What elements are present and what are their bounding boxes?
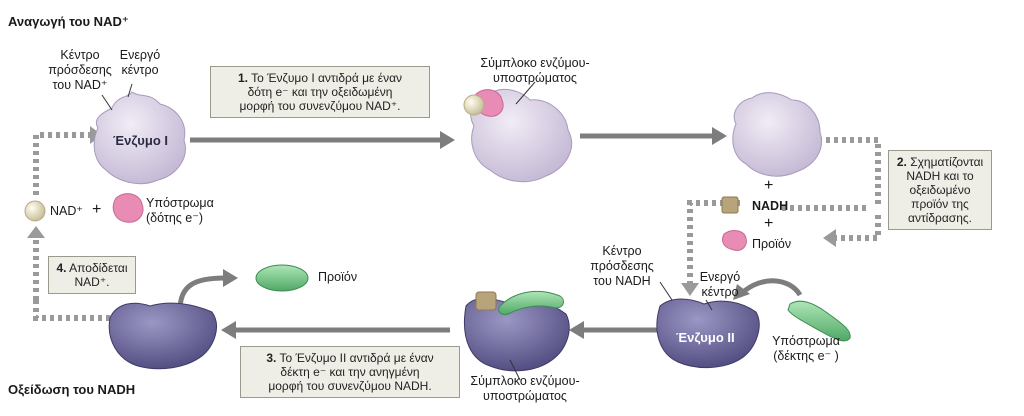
label-active-site-top-line1: Ενεργό — [119, 48, 161, 62]
nadh-cube-bottom — [475, 291, 497, 311]
dotted-arrowhead-nadh — [681, 283, 699, 296]
arrowhead-substrate-in — [733, 284, 750, 300]
dotted-arrow-bottom-left — [33, 300, 110, 321]
step3-line2: δέκτη e⁻ και την ανηγμένη — [280, 365, 420, 379]
step4-line2: NAD⁺. — [74, 275, 110, 289]
step1-line2: δότη e⁻ και την οξειδωμένη — [247, 85, 393, 99]
step3-line3: μορφή του συνενζύμου NADH. — [268, 379, 432, 393]
label-complex-bottom: Σύμπλοκο ενζύμου- υποστρώματος — [460, 374, 590, 404]
arrow-substrate-in — [740, 278, 803, 297]
enzyme2-right-blob — [656, 298, 760, 369]
product-green-ellipse — [255, 264, 309, 292]
enzyme1-label: Ένζυμο Ι — [113, 133, 168, 148]
label-substrate-donor: Υπόστρωμα (δότης e⁻) — [146, 196, 214, 226]
step2-line4: προϊόν της — [911, 197, 969, 211]
nad-ball-left — [24, 200, 46, 222]
label-product-right: Προϊόν — [752, 237, 792, 251]
title-top: Αναγωγή του NAD⁺ — [8, 14, 129, 29]
arrowhead-step1 — [440, 131, 455, 149]
label-substrate-donor-line1: Υπόστρωμα — [146, 196, 214, 210]
label-complex-top-line2: υποστρώματος — [493, 71, 577, 85]
step2-line5: αντίδρασης. — [908, 211, 972, 225]
step3-line1: Το Ένζυμο ΙΙ αντιδρά με έναν — [279, 351, 434, 365]
title-bottom: Οξείδωση του NADH — [8, 382, 136, 397]
label-active-site-bottom-line1: Ενεργό — [699, 270, 741, 284]
label-complex-top: Σύμπλοκο ενζύμου- υποστρώματος — [470, 56, 600, 86]
dotted-arrowhead-product — [823, 229, 836, 247]
label-complex-bottom-line1: Σύμπλοκο ενζύμου- — [470, 374, 580, 388]
label-binding-site-nad: Κέντρο πρόσδεσης του NAD⁺ — [40, 48, 120, 93]
step2-line2: NADH και το — [906, 169, 974, 183]
label-active-site-top-line2: κέντρο — [121, 63, 159, 77]
step3-box: 3. Το Ένζυμο ΙΙ αντιδρά με έναν δέκτη e⁻… — [240, 346, 460, 398]
label-product-bottom: Προϊόν — [318, 270, 358, 284]
arrowhead-top-right — [712, 127, 727, 145]
label-substrate-acceptor: Υπόστρωμα (δέκτης e⁻ ) — [756, 334, 856, 364]
step3-number: 3. — [266, 351, 277, 365]
label-nadh: NADH — [752, 199, 789, 213]
label-active-site-top: Ενεργό κέντρο — [112, 48, 168, 78]
label-binding-site-nadh: Κέντρο πρόσδεσης του NADH — [582, 244, 662, 289]
enzyme1-after-blob — [732, 92, 822, 177]
step4-line1: Αποδίδεται — [69, 261, 128, 275]
label-substrate-acceptor-line1: Υπόστρωμα — [772, 334, 840, 348]
label-complex-top-line1: Σύμπλοκο ενζύμου- — [480, 56, 590, 70]
label-nad-plus: NAD⁺ — [50, 204, 83, 218]
enzyme2-left-blob — [108, 302, 217, 370]
step1-line3: μορφή του συνενζύμου NAD⁺. — [239, 99, 401, 113]
arrowhead-product — [223, 269, 238, 287]
dotted-arrow-top-right — [818, 137, 881, 205]
solid-arrows — [177, 133, 803, 333]
step2-number: 2. — [896, 155, 907, 169]
label-binding-site-nad-line2: πρόσδεσης — [48, 63, 112, 77]
label-binding-site-nadh-line2: πρόσδεσης — [590, 259, 654, 273]
label-binding-site-nad-line3: του NAD⁺ — [52, 78, 108, 92]
plus-right-2: + — [764, 215, 774, 232]
label-binding-site-nadh-line3: του NADH — [593, 274, 651, 288]
label-substrate-donor-line2: (δότης e⁻) — [146, 211, 203, 225]
leader-lines — [101, 81, 713, 381]
step4-number: 4. — [56, 261, 67, 275]
substrate-pink-left — [112, 193, 144, 223]
label-binding-site-nadh-line1: Κέντρο — [602, 244, 642, 258]
step1-line1: Το Ένζυμο Ι αντιδρά με έναν — [251, 71, 403, 85]
enzyme2-label: Ένζυμο ΙΙ — [676, 330, 735, 345]
dotted-arrowhead-up — [27, 226, 45, 238]
plus-right-1: + — [764, 177, 774, 194]
step2-line1: Σχηματίζονται — [910, 155, 984, 169]
label-active-site-bottom: Ενεργό κέντρο — [692, 270, 748, 300]
plus-left: + — [92, 201, 102, 218]
label-substrate-acceptor-line2: (δέκτης e⁻ ) — [773, 349, 839, 363]
dotted-arrow-left-top — [33, 132, 92, 195]
nadh-cube — [721, 196, 739, 214]
step4-box: 4. Αποδίδεται NAD⁺. — [48, 256, 136, 294]
dotted-arrow-product — [835, 215, 881, 241]
nad-ball-top — [463, 94, 485, 116]
enzyme1-blob — [93, 91, 186, 185]
label-complex-bottom-line2: υποστρώματος — [483, 389, 567, 403]
substrate-green-bottom — [498, 290, 564, 315]
arrowhead-e2-complex — [569, 321, 584, 339]
label-active-site-bottom-line2: κέντρο — [701, 285, 739, 299]
step1-box: 1. Το Ένζυμο Ι αντιδρά με έναν δότη e⁻ κ… — [210, 66, 430, 118]
step1-number: 1. — [237, 71, 248, 85]
product-pink-right — [721, 230, 747, 251]
label-binding-site-nad-line1: Κέντρο — [60, 48, 100, 62]
arrowhead-step3 — [221, 321, 236, 339]
substrate-green-right — [787, 300, 851, 342]
step2-line3: οξειδωμένο — [909, 183, 971, 197]
step2-box: 2. Σχηματίζονται NADH και το οξειδωμένο … — [888, 150, 992, 230]
